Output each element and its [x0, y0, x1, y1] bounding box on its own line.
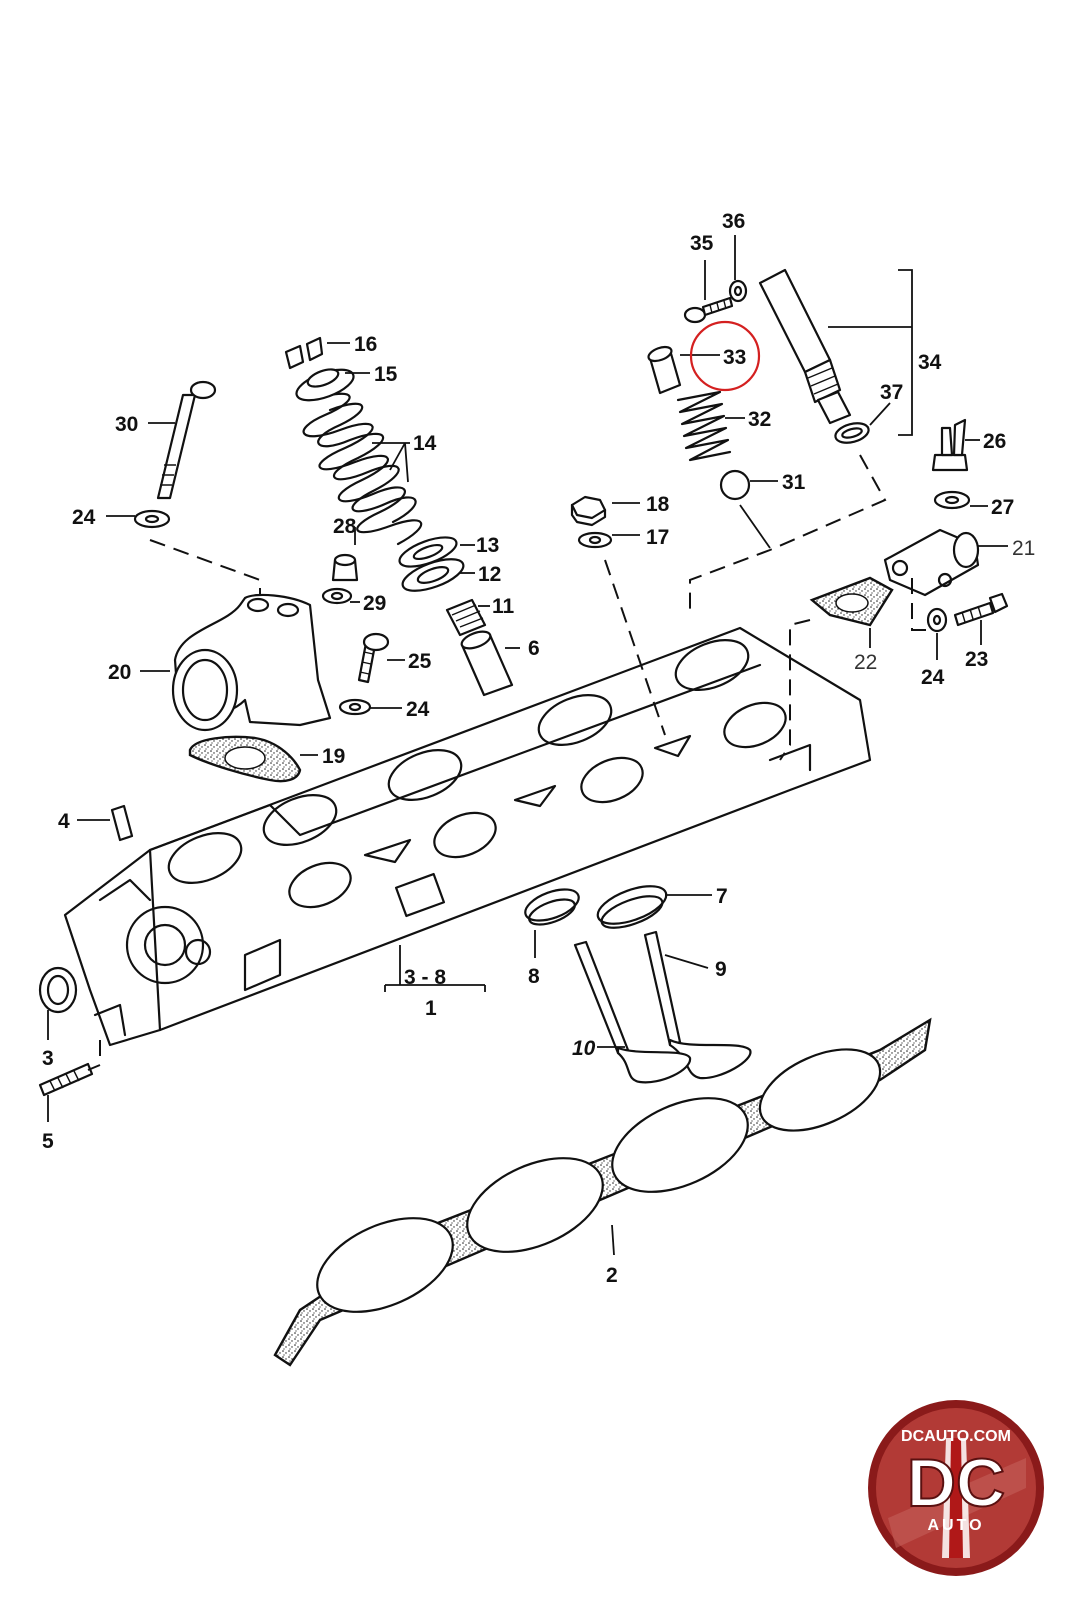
leader-lines [47, 235, 1008, 1256]
callout-28: 28 [333, 515, 357, 538]
callout-33: 33 [723, 346, 746, 369]
washer-24-mid [338, 698, 372, 716]
gasket-22 [809, 576, 894, 627]
callout-23: 23 [965, 648, 988, 671]
callout-5: 5 [42, 1130, 54, 1153]
washer-24-right [926, 607, 948, 633]
leader-dashed-22 [779, 619, 811, 761]
intake-valve [573, 940, 692, 1084]
flange-gasket [188, 735, 302, 783]
valve-spring [302, 392, 423, 546]
long-stud [156, 380, 217, 500]
callout-25: 25 [408, 650, 432, 673]
washer-24-top [133, 509, 171, 529]
leader-31-branch [739, 504, 771, 549]
sealing-ring-29 [321, 587, 353, 605]
callout-9: 9 [715, 958, 727, 981]
washer-17 [577, 531, 613, 549]
washer-27 [933, 490, 971, 510]
callout-18: 18 [646, 493, 670, 516]
callout-17: 17 [646, 526, 669, 549]
callout-35: 35 [690, 232, 714, 255]
leader-dashed-17 [604, 559, 666, 736]
callout-7: 7 [716, 885, 728, 908]
callout-2: 2 [606, 1264, 618, 1287]
callout-19: 19 [322, 745, 345, 768]
callout-1: 1 [425, 997, 437, 1020]
callout-20: 20 [108, 661, 131, 684]
nut [570, 495, 607, 527]
callout-34: 34 [918, 351, 942, 374]
leader-dashed-5 [87, 1040, 101, 1071]
callout-27: 27 [991, 496, 1014, 519]
callout-21: 21 [1012, 537, 1035, 560]
callout-3: 3 [42, 1047, 54, 1070]
logo-monogram: DC [907, 1445, 1005, 1521]
leader-dashed-30-20 [149, 539, 261, 595]
leader-dashed-37 [689, 454, 887, 612]
bolt-25 [357, 632, 390, 684]
callout-13: 13 [476, 534, 499, 557]
highlight-circle [689, 320, 761, 392]
callout-22: 22 [854, 651, 877, 674]
temp-sensor-26 [931, 418, 969, 472]
callout-3-8: 3 - 8 [404, 966, 446, 989]
bolt-23 [953, 592, 1009, 627]
bracket-34 [828, 269, 913, 436]
callout-16: 16 [354, 333, 377, 356]
spring-washer [398, 536, 458, 568]
valve-stem-seal [445, 598, 487, 637]
callout-24-mid: 24 [406, 698, 430, 721]
callout-8: 8 [528, 965, 540, 988]
callout-32: 32 [748, 408, 771, 431]
head-gasket [273, 1017, 932, 1367]
dowel-pin [110, 804, 134, 842]
coolant-elbow-21 [883, 528, 980, 597]
valve-guide [460, 630, 514, 697]
o-ring-37 [834, 422, 870, 444]
callout-29: 29 [363, 592, 386, 615]
adjuster-33 [647, 345, 682, 395]
callout-24-right: 24 [921, 666, 945, 689]
washer-36 [728, 279, 748, 303]
callout-4: 4 [58, 810, 70, 833]
callout-30: 30 [115, 413, 138, 436]
seal-ring [38, 966, 78, 1014]
callout-10: 10 [572, 1037, 596, 1060]
callout-24-top: 24 [72, 506, 96, 529]
valve-keepers [284, 336, 324, 370]
cylinder-head [63, 626, 872, 1047]
sensor-34 [758, 268, 852, 425]
callout-labels: 1 2 3 3 - 8 4 5 6 7 8 9 10 11 12 13 14 1… [42, 210, 1035, 1287]
callout-31: 31 [782, 471, 806, 494]
callout-26: 26 [983, 430, 1006, 453]
callout-11: 11 [492, 595, 515, 618]
callout-37: 37 [880, 381, 903, 404]
callout-15: 15 [374, 363, 398, 386]
plug-screw [331, 553, 359, 582]
leader-dashed-23 [911, 578, 930, 631]
spring-32 [676, 390, 732, 462]
callout-36: 36 [722, 210, 745, 233]
ball-31 [719, 469, 751, 501]
valve-seat-ring-large [596, 885, 668, 929]
spring-retainer [295, 368, 355, 402]
callout-12: 12 [478, 563, 501, 586]
logo-sub-text: AUTO [927, 1517, 984, 1534]
screw-35 [683, 296, 734, 324]
callout-6: 6 [528, 637, 540, 660]
exhaust-valve [643, 930, 752, 1080]
callout-14: 14 [413, 432, 437, 455]
dcauto-logo: DCAUTO.COM DC AUTO [868, 1400, 1044, 1576]
logo-domain-text: DCAUTO.COM [901, 1428, 1011, 1445]
valve-seat-ring-small [524, 888, 580, 926]
stud [38, 1062, 94, 1097]
exhaust-flange [171, 593, 332, 732]
